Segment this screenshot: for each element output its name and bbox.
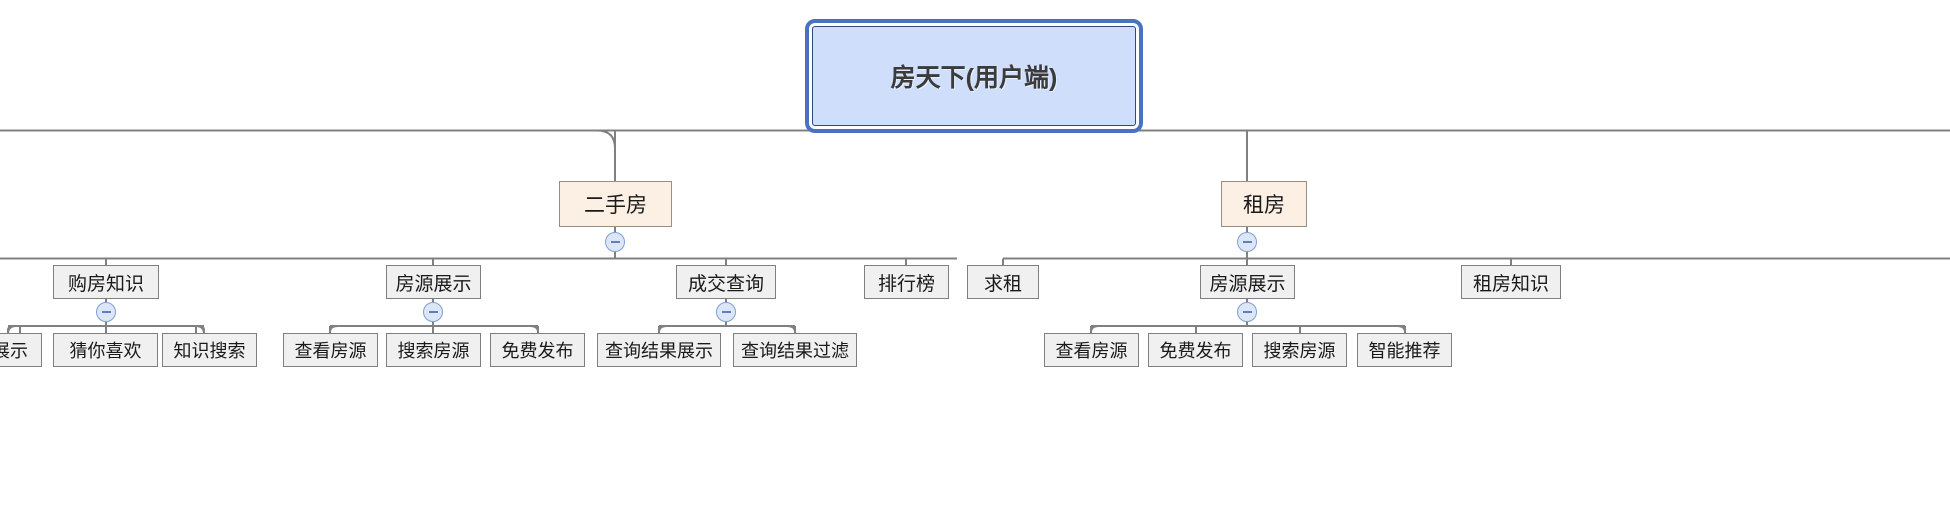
node-ershoufang[interactable]: 二手房: [559, 181, 672, 227]
node-mianfeifabu-zufang-label: 免费发布: [1159, 341, 1232, 361]
collapse-toggle-gfzs[interactable]: [96, 302, 116, 322]
node-gfzs[interactable]: 购房知识: [53, 265, 159, 299]
node-fangyuanzhanshi-ershoufang[interactable]: 房源展示: [386, 265, 481, 299]
node-chaxunjieguozhanshi[interactable]: 查询结果展示: [597, 333, 721, 367]
node-chakanfangyuan-zufang[interactable]: 查看房源: [1044, 333, 1139, 367]
node-zhinengtuijian[interactable]: 智能推荐: [1357, 333, 1452, 367]
node-zufangzhishi[interactable]: 租房知识: [1461, 265, 1561, 299]
minus-icon: [428, 311, 438, 313]
minus-icon: [1242, 241, 1252, 243]
node-mianfeifabu-ershoufang[interactable]: 免费发布: [490, 333, 585, 367]
node-cainixihuan[interactable]: 猜你喜欢: [53, 333, 158, 367]
collapse-toggle-fangyuanzhanshi-zufang[interactable]: [1237, 302, 1257, 322]
node-sousuofangyuan-ershoufang-label: 搜索房源: [397, 341, 470, 361]
node-cainixihuan-label: 猜你喜欢: [69, 341, 142, 361]
node-qiuzu[interactable]: 求租: [967, 265, 1039, 299]
node-fangyuanzhanshi-zufang[interactable]: 房源展示: [1200, 265, 1295, 299]
node-sousuofangyuan-zufang[interactable]: 搜索房源: [1252, 333, 1347, 367]
node-sousuofangyuan-ershoufang[interactable]: 搜索房源: [386, 333, 481, 367]
minus-icon: [721, 311, 731, 313]
node-chaxunjieguoguolv-label: 查询结果过滤: [741, 341, 849, 361]
node-qiuzu-label: 求租: [983, 273, 1022, 295]
minus-icon: [101, 311, 111, 313]
node-chaxunjieguozhanshi-label: 查询结果展示: [605, 341, 713, 361]
collapse-toggle-ershoufang[interactable]: [605, 232, 625, 252]
node-zhanshi[interactable]: 展示: [0, 333, 42, 367]
node-paihangbang[interactable]: 排行榜: [864, 265, 949, 299]
node-zufang-label: 租房: [1243, 194, 1285, 217]
collapse-toggle-zufang[interactable]: [1237, 232, 1257, 252]
node-paihangbang-label: 排行榜: [877, 273, 935, 295]
node-root[interactable]: 房天下(用户端): [805, 19, 1143, 133]
node-ershoufang-label: 二手房: [584, 194, 647, 217]
node-zufang[interactable]: 租房: [1221, 181, 1307, 227]
node-gfzs-label: 购房知识: [67, 273, 144, 295]
node-sousuofangyuan-zufang-label: 搜索房源: [1263, 341, 1336, 361]
node-chengjiaochaxun[interactable]: 成交查询: [676, 265, 776, 299]
minus-icon: [610, 241, 620, 243]
node-zhinengtuijian-label: 智能推荐: [1368, 341, 1441, 361]
node-fangyuanzhanshi-ershoufang-label: 房源展示: [395, 273, 472, 295]
node-chengjiaochaxun-label: 成交查询: [687, 273, 764, 295]
minus-icon: [1242, 311, 1252, 313]
node-fangyuanzhanshi-zufang-label: 房源展示: [1209, 273, 1286, 295]
node-mianfeifabu-zufang[interactable]: 免费发布: [1148, 333, 1243, 367]
node-chakanfangyuan-ershoufang[interactable]: 查看房源: [283, 333, 378, 367]
node-chakanfangyuan-ershoufang-label: 查看房源: [294, 341, 367, 361]
node-zhanshi-label: 展示: [0, 341, 28, 361]
collapse-toggle-fangyuanzhanshi-ershoufang[interactable]: [423, 302, 443, 322]
node-mianfeifabu-ershoufang-label: 免费发布: [501, 341, 574, 361]
node-zhishisousuo-label: 知识搜索: [173, 341, 246, 361]
node-chaxunjieguoguolv[interactable]: 查询结果过滤: [733, 333, 857, 367]
node-root-label: 房天下(用户端): [890, 64, 1058, 92]
node-chakanfangyuan-zufang-label: 查看房源: [1055, 341, 1128, 361]
node-zufangzhishi-label: 租房知识: [1472, 273, 1549, 295]
collapse-toggle-chengjiaochaxun[interactable]: [716, 302, 736, 322]
node-zhishisousuo[interactable]: 知识搜索: [162, 333, 257, 367]
